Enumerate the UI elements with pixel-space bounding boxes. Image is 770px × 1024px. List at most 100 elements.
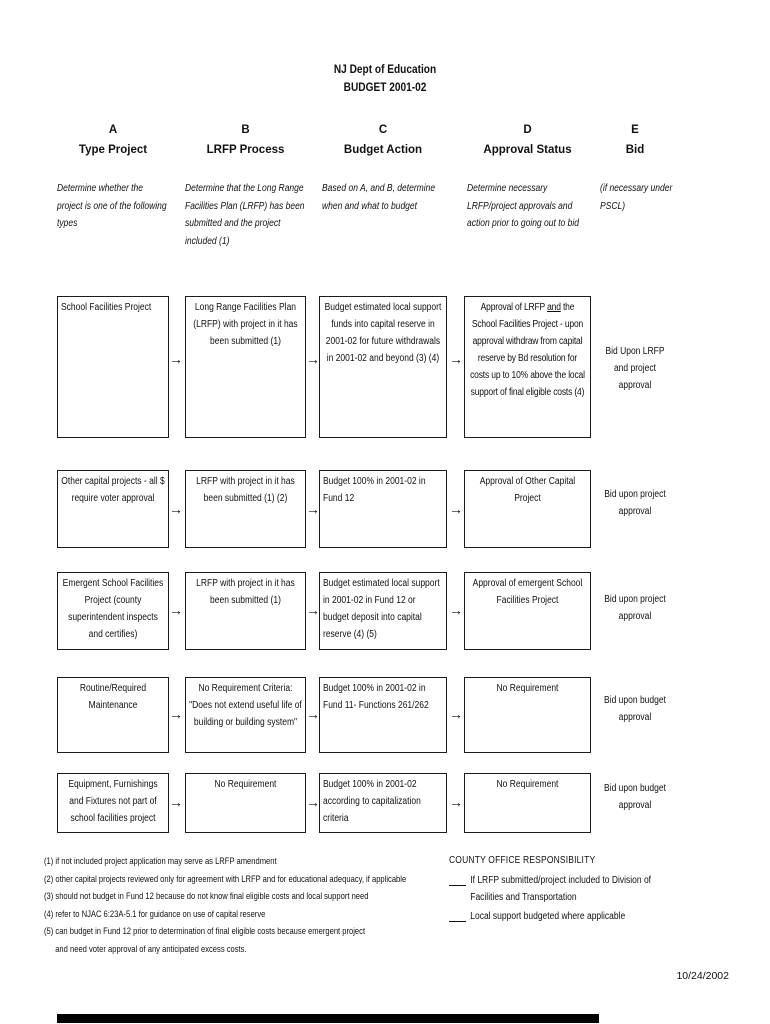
column-name-d: Approval Status xyxy=(483,144,572,156)
arrow-right-icon: → xyxy=(169,794,183,810)
column-letter-c: C xyxy=(378,124,388,136)
arrow-right-icon: → xyxy=(169,602,183,618)
county-office-section: COUNTY OFFICE RESPONSIBILITY If LRFP sub… xyxy=(449,852,738,925)
box-row1-lrfp-process: Long Range Facilities Plan (LRFP) with p… xyxy=(185,296,306,438)
column-desc-e: (if necessary under PSCL) xyxy=(600,180,675,215)
box-text: Approval of LRFP and the School Faciliti… xyxy=(468,299,587,401)
county-office-item-1: If LRFP submitted/project included to Di… xyxy=(449,872,738,906)
column-name-a: Type Project xyxy=(78,144,148,156)
box-text: LRFP with project in it has been submitt… xyxy=(196,476,295,504)
column-desc-c-text: Based on A, and B, determine when and wh… xyxy=(322,183,436,212)
box-text: Budget estimated local support funds int… xyxy=(324,302,442,364)
footnote-2: (2) other capital projects reviewed only… xyxy=(44,873,407,885)
box-row1-budget-action: Budget estimated local support funds int… xyxy=(319,296,447,438)
box-text: Budget 100% in 2001-02 in Fund 12 xyxy=(323,476,426,504)
box-text: Routine/Required Maintenance xyxy=(79,683,147,711)
column-desc-a-text: Determine whether the project is one of … xyxy=(57,183,167,229)
bid-note-row1: Bid Upon LRFP and project approval xyxy=(600,343,670,394)
arrow-right-icon: → xyxy=(169,501,183,517)
box-row1-type-project: School Facilities Project xyxy=(57,296,169,438)
arrow-right-icon: → xyxy=(449,501,463,517)
box-row2-approval-status: Approval of Other Capital Project xyxy=(464,470,591,548)
column-desc-b-text: Determine that the Long Range Facilities… xyxy=(185,183,305,247)
box-row5-budget-action: Budget 100% in 2001-02 according to capi… xyxy=(319,773,447,833)
column-desc-d: Determine necessary LRFP/project approva… xyxy=(467,180,591,233)
footnote-1: (1) if not included project application … xyxy=(44,856,277,867)
blank-underline xyxy=(449,908,466,922)
column-header-a: A Type Project xyxy=(57,120,169,160)
scan-artifact-bar xyxy=(57,1014,599,1023)
arrow-right-icon: → xyxy=(449,351,463,367)
box-row3-lrfp-process: LRFP with project in it has been submitt… xyxy=(185,572,306,650)
approval-text-prefix: Approval of LRFP xyxy=(480,302,548,313)
footnote-4: (4) refer to NJAC 6:23A-5.1 for guidance… xyxy=(44,908,266,920)
footnote-5: (5) can budget in Fund 12 prior to deter… xyxy=(44,926,366,937)
blank-underline xyxy=(449,872,466,886)
box-row5-lrfp-process: No Requirement xyxy=(185,773,306,833)
box-text: Budget estimated local support in 2001-0… xyxy=(323,578,440,640)
box-row3-type-project: Emergent School Facilities Project (coun… xyxy=(57,572,169,650)
arrow-right-icon: → xyxy=(306,602,320,618)
bid-note-row5: Bid upon budget approval xyxy=(600,780,670,814)
arrow-right-icon: → xyxy=(306,794,320,810)
box-text: School Facilities Project xyxy=(61,302,152,313)
bid-note-text: Bid upon project approval xyxy=(604,489,666,517)
box-row4-lrfp-process: No Requirement Criteria: "Does not exten… xyxy=(185,677,306,753)
county-office-heading: COUNTY OFFICE RESPONSIBILITY xyxy=(449,855,596,866)
bid-note-text: Bid Upon LRFP and project approval xyxy=(605,346,665,391)
column-desc-e-text: (if necessary under PSCL) xyxy=(600,183,673,212)
bid-note-row2: Bid upon project approval xyxy=(600,486,670,520)
column-name-b: LRFP Process xyxy=(206,144,285,156)
column-desc-a: Determine whether the project is one of … xyxy=(57,180,169,233)
box-text: Approval of Other Capital Project xyxy=(479,476,576,504)
arrow-right-icon: → xyxy=(306,351,320,367)
column-name-e: Bid xyxy=(625,144,645,156)
box-row5-approval-status: No Requirement xyxy=(464,773,591,833)
column-desc-c: Based on A, and B, determine when and wh… xyxy=(322,180,452,215)
county-office-item-2-text: Local support budgeted where applicable xyxy=(470,911,626,922)
box-text: Equipment, Furnishings and Fixtures not … xyxy=(68,779,158,824)
footnotes: (1) if not included project application … xyxy=(44,853,492,958)
arrow-right-icon: → xyxy=(449,602,463,618)
box-row2-lrfp-process: LRFP with project in it has been submitt… xyxy=(185,470,306,548)
box-text: Other capital projects - all $ require v… xyxy=(61,476,165,504)
box-row2-type-project: Other capital projects - all $ require v… xyxy=(57,470,169,548)
column-desc-d-text: Determine necessary LRFP/project approva… xyxy=(467,183,580,229)
box-text: Budget 100% in 2001-02 according to capi… xyxy=(323,779,421,824)
box-text: No Requirement xyxy=(496,779,559,790)
county-office-item-1-text: If LRFP submitted/project included to Di… xyxy=(470,875,652,903)
title-line-1: NJ Dept of Education xyxy=(333,64,437,76)
bid-note-text: Bid upon budget approval xyxy=(604,695,666,723)
column-header-e: E Bid xyxy=(597,120,673,160)
footnote-3: (3) should not budget in Fund 12 because… xyxy=(44,891,369,902)
box-text: No Requirement Criteria: "Does not exten… xyxy=(189,683,302,728)
box-row5-type-project: Equipment, Furnishings and Fixtures not … xyxy=(57,773,169,833)
column-letter-a: A xyxy=(108,124,118,136)
box-text: Approval of emergent School Facilities P… xyxy=(472,578,583,606)
date-stamp: 10/24/2002 xyxy=(676,970,729,982)
column-header-d: D Approval Status xyxy=(464,120,591,160)
column-header-b: B LRFP Process xyxy=(185,120,306,160)
arrow-right-icon: → xyxy=(169,351,183,367)
column-header-c: C Budget Action xyxy=(319,120,447,160)
box-row3-approval-status: Approval of emergent School Facilities P… xyxy=(464,572,591,650)
box-text: Long Range Facilities Plan (LRFP) with p… xyxy=(193,302,298,347)
column-letter-d: D xyxy=(523,124,532,136)
box-row2-budget-action: Budget 100% in 2001-02 in Fund 12 xyxy=(319,470,447,548)
arrow-right-icon: → xyxy=(169,706,183,722)
footnote-5-continued: and need voter approval of any anticipat… xyxy=(55,943,247,955)
arrow-right-icon: → xyxy=(449,706,463,722)
arrow-right-icon: → xyxy=(449,794,463,810)
arrow-right-icon: → xyxy=(306,706,320,722)
box-text: No Requirement xyxy=(214,779,277,790)
column-name-c: Budget Action xyxy=(343,144,423,156)
box-row4-type-project: Routine/Required Maintenance xyxy=(57,677,169,753)
approval-text-underlined: and xyxy=(547,302,561,313)
bid-note-text: Bid upon budget approval xyxy=(604,783,666,811)
box-text: Budget 100% in 2001-02 in Fund 11- Funct… xyxy=(323,683,429,711)
document-title: NJ Dept of Education BUDGET 2001-02 xyxy=(297,61,473,97)
box-row3-budget-action: Budget estimated local support in 2001-0… xyxy=(319,572,447,650)
arrow-right-icon: → xyxy=(306,501,320,517)
box-text: Emergent School Facilities Project (coun… xyxy=(62,578,164,640)
